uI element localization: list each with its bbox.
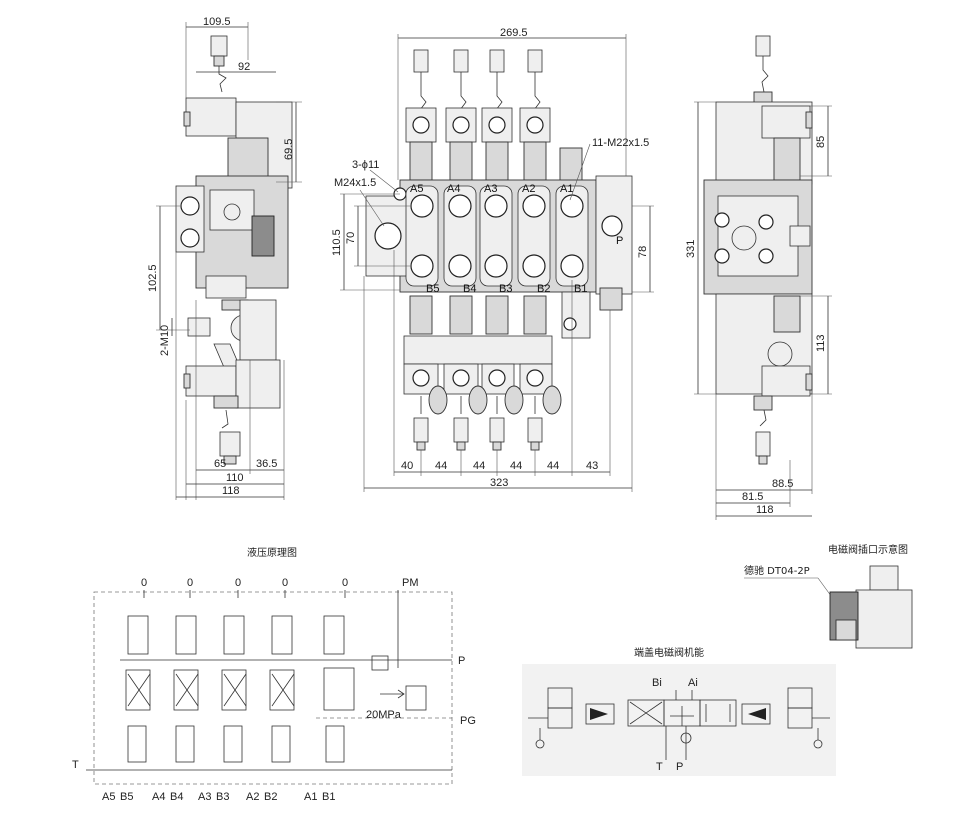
dim-left-118: 118	[222, 485, 240, 497]
end-cover-title: 端盖电磁阀机能	[634, 646, 704, 659]
dim-front-78: 78	[637, 246, 649, 258]
bottom-port-b3: B3	[216, 791, 229, 803]
end-cover-ai: Ai	[688, 677, 698, 689]
port-label-p: P	[616, 235, 623, 247]
zero-label-4: 0	[187, 577, 193, 589]
dim-front-44-d: 44	[547, 460, 559, 472]
left-side-view: 109.5 92 69.5 102.5 2-M10 65 36.5 110 11…	[147, 16, 302, 500]
end-cover-function: 端盖电磁阀机能 Bi Ai T P	[522, 646, 836, 776]
dim-left-2-m10: 2-M10	[159, 325, 171, 356]
end-cover-p: P	[676, 761, 683, 773]
t-label: T	[72, 759, 79, 771]
bottom-port-b4: B4	[170, 791, 183, 803]
hydraulic-schematic: 液压原理图 0 0 0 0 0 PM P PG T 20MPa	[72, 546, 476, 803]
port-label-b3: B3	[499, 283, 512, 295]
hydraulic-title: 液压原理图	[247, 546, 297, 559]
dim-left-92: 92	[238, 61, 250, 73]
port-label-b1: B1	[574, 283, 587, 295]
dim-right-118: 118	[756, 504, 774, 516]
bottom-port-b5: B5	[120, 791, 133, 803]
port-label-a5: A5	[410, 183, 423, 195]
front-section-plates	[405, 185, 589, 287]
dim-left-65: 65	[214, 458, 226, 470]
dim-front-70: 70	[345, 232, 357, 244]
dim-right-331: 331	[685, 240, 697, 258]
pm-label: PM	[402, 577, 419, 589]
end-cover-t: T	[656, 761, 663, 773]
port-label-b4: B4	[463, 283, 476, 295]
dim-front-43: 43	[586, 460, 598, 472]
dim-left-110: 110	[226, 472, 244, 484]
dim-right-113: 113	[815, 334, 827, 352]
end-cover-bi: Bi	[652, 677, 662, 689]
pressure-label: 20MPa	[366, 709, 402, 721]
dim-right-88-5: 88.5	[772, 478, 793, 490]
port-label-a3: A3	[484, 183, 497, 195]
p-label: P	[458, 655, 465, 667]
dim-front-269-5: 269.5	[500, 27, 528, 39]
front-top-connectors	[413, 49, 543, 111]
schematic-sections	[125, 615, 427, 763]
zero-label-5: 0	[141, 577, 147, 589]
bottom-port-b1: B1	[322, 791, 335, 803]
bottom-port-a4: A4	[152, 791, 165, 803]
zero-label-3: 0	[235, 577, 241, 589]
dim-right-85: 85	[815, 136, 827, 148]
front-lower-stack	[403, 295, 562, 451]
dim-front-44-c: 44	[510, 460, 522, 472]
pg-label: PG	[460, 715, 476, 727]
zero-label-1: 0	[342, 577, 348, 589]
bottom-port-b2: B2	[264, 791, 277, 803]
solenoid-plug-title: 电磁阀插口示意图	[828, 543, 908, 556]
connector-label: 德驰 DT04-2P	[744, 564, 810, 577]
dim-left-36-5: 36.5	[256, 458, 277, 470]
port-label-b5: B5	[426, 283, 439, 295]
port-label-a2: A2	[522, 183, 535, 195]
dim-front-3-phi11: 3-ϕ11	[352, 159, 379, 171]
dim-front-m24: M24x1.5	[334, 177, 376, 189]
solenoid-plug-diagram: 电磁阀插口示意图 德驰 DT04-2P	[744, 543, 913, 649]
dim-front-40: 40	[401, 460, 413, 472]
dim-front-44-b: 44	[473, 460, 485, 472]
front-view: A5 A4 A3 A2 A1 B5 B4 B3 B2 B1 P 269.5 3-…	[331, 27, 654, 492]
bottom-port-a3: A3	[198, 791, 211, 803]
dim-front-110-5: 110.5	[331, 229, 343, 256]
dim-right-81-5: 81.5	[742, 491, 763, 503]
right-side-view: 85 331 113 88.5 81.5 118	[685, 35, 832, 520]
dim-left-109-5: 109.5	[203, 16, 231, 28]
dim-left-69-5: 69.5	[283, 139, 295, 160]
port-label-a1: A1	[560, 183, 573, 195]
bottom-port-a2: A2	[246, 791, 259, 803]
bottom-port-a5: A5	[102, 791, 115, 803]
port-label-a4: A4	[447, 183, 460, 195]
dim-front-44-a: 44	[435, 460, 447, 472]
dim-front-11-m22: 11-M22x1.5	[592, 137, 649, 149]
front-upper-solenoids	[405, 107, 583, 183]
bottom-port-a1: A1	[304, 791, 317, 803]
dim-front-323: 323	[490, 477, 508, 489]
dim-left-102-5: 102.5	[147, 264, 159, 292]
zero-label-2: 0	[282, 577, 288, 589]
port-label-b2: B2	[537, 283, 550, 295]
